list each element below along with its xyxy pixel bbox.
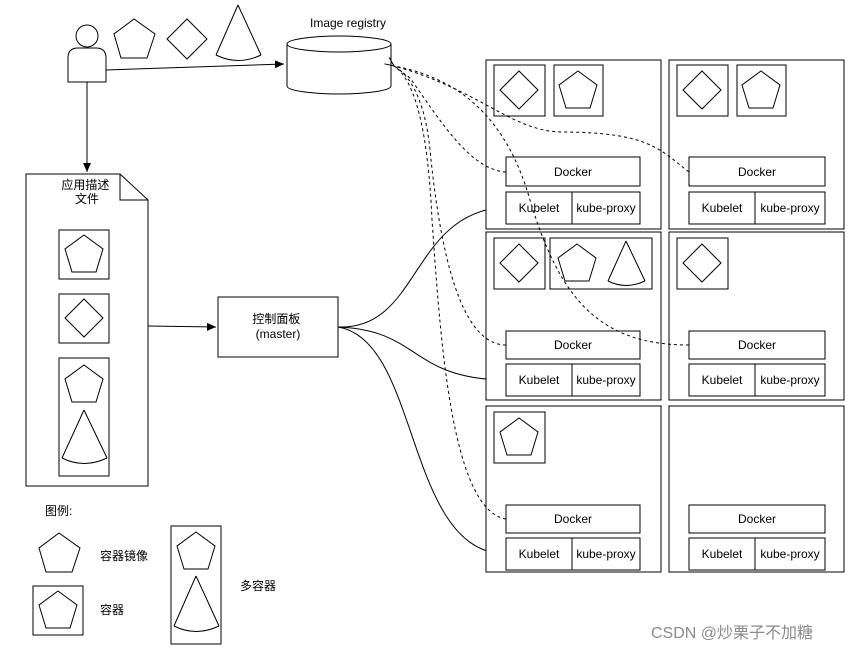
- cone-image-icon: [215, 4, 262, 61]
- docker-label: Docker: [738, 512, 776, 526]
- worker-node-5: Docker Kubelet kube-proxy: [485, 405, 662, 573]
- control-to-node5-kubelet-arrow: [337, 326, 504, 558]
- kubelet-label: Kubelet: [702, 373, 743, 387]
- control-to-node1-kubelet-arrow: [337, 203, 504, 328]
- docker-label: Docker: [554, 165, 592, 179]
- worker-node-2: Docker Kubelet kube-proxy: [668, 59, 845, 230]
- kube-proxy-label: kube-proxy: [576, 547, 635, 561]
- kubelet-label: Kubelet: [519, 373, 560, 387]
- worker-node-1: Docker Kubelet kube-proxy: [485, 59, 662, 230]
- image-registry-label: Image registry: [310, 16, 386, 30]
- app-file-container-pentagon: [58, 229, 110, 280]
- control-plane-label: 控制面板 (master): [252, 312, 303, 341]
- kubelet-label: Kubelet: [519, 547, 560, 561]
- docker-label: Docker: [738, 165, 776, 179]
- pull-line-node2: [393, 65, 690, 173]
- kube-proxy-label: kube-proxy: [760, 547, 819, 561]
- worker-node-4: Docker Kubelet kube-proxy: [668, 231, 845, 401]
- pull-line-node5: [393, 65, 507, 520]
- kubelet-label: Kubelet: [519, 201, 560, 215]
- legend-title: 图例:: [45, 504, 72, 518]
- watermark: CSDN @炒栗子不加糖: [651, 624, 813, 642]
- app-file-container-diamond: [58, 293, 110, 344]
- docker-label: Docker: [738, 338, 776, 352]
- control-plane-box: [217, 296, 339, 358]
- legend-container-label: 容器: [100, 602, 124, 617]
- user-icon: [67, 24, 107, 83]
- legend-multi-container-label: 多容器: [240, 578, 276, 593]
- kube-proxy-label: kube-proxy: [576, 201, 635, 215]
- pull-line-node3: [393, 65, 507, 346]
- worker-node-6: Docker Kubelet kube-proxy: [668, 405, 845, 573]
- diamond-image-icon: [166, 18, 208, 60]
- legend-container-icon: [32, 585, 84, 636]
- kube-proxy-label: kube-proxy: [576, 373, 635, 387]
- image-registry-cylinder: [286, 35, 392, 95]
- kube-proxy-label: kube-proxy: [760, 201, 819, 215]
- app-file-multi-container: [58, 357, 110, 477]
- docker-label: Docker: [554, 338, 592, 352]
- control-to-node3-kubelet-arrow: [337, 326, 504, 384]
- worker-node-3: Docker Kubelet kube-proxy: [485, 231, 662, 401]
- legend-image-label: 容器镜像: [100, 548, 148, 563]
- pentagon-image-icon: [113, 18, 156, 59]
- app-description-label: 应用描述 文件: [61, 177, 112, 206]
- legend-multi-container-icon: [170, 525, 222, 645]
- kubelet-label: Kubelet: [702, 547, 743, 561]
- app-file-to-control-plane-arrow: [147, 322, 217, 331]
- legend-image-icon: [38, 532, 81, 573]
- docker-label: Docker: [554, 512, 592, 526]
- kube-proxy-label: kube-proxy: [760, 373, 819, 387]
- pull-line-node4: [393, 65, 690, 346]
- user-to-registry-arrow: [105, 60, 285, 71]
- pull-line-node1: [394, 66, 507, 173]
- kubelet-label: Kubelet: [702, 201, 743, 215]
